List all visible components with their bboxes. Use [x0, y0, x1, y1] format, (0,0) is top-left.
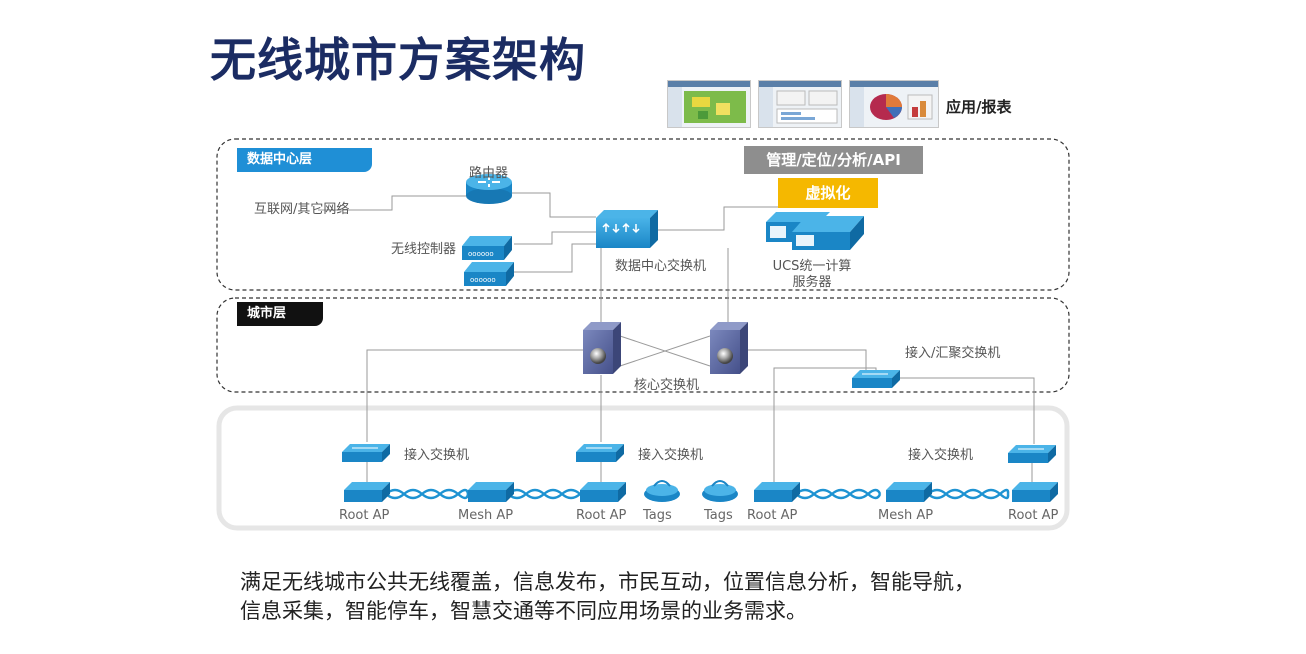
ap-label-1: Root AP — [339, 508, 390, 523]
ucs-server-icon — [766, 212, 864, 250]
ap-label-6: Root AP — [747, 508, 798, 523]
app-screenshot-2 — [758, 80, 842, 128]
wlc-label: 无线控制器 — [391, 242, 457, 257]
city-layer-box — [216, 297, 1070, 393]
wlc-icon-2: oooooo — [464, 262, 514, 286]
virtualization-box: 虚拟化 — [778, 178, 878, 208]
agg-switch-icon — [852, 370, 900, 388]
app-report-label: 应用/报表 — [946, 98, 1012, 116]
router-label: 路由器 — [469, 166, 509, 181]
ap-label-8: Root AP — [1008, 508, 1059, 523]
page-title: 无线城市方案架构 — [210, 33, 586, 87]
access-switch-icon-1 — [342, 444, 390, 462]
description-line-2: 信息采集，智能停车，智慧交通等不同应用场景的业务需求。 — [240, 599, 807, 623]
ap-label-5: Tags — [704, 508, 733, 523]
core-switch-label: 核心交换机 — [634, 378, 700, 393]
description: 满足无线城市公共无线覆盖，信息发布，市民互动，位置信息分析，智能导航， 信息采集… — [240, 568, 1100, 626]
mesh-ap-icon-1 — [468, 482, 514, 502]
access-switch-label-1: 接入交换机 — [404, 448, 470, 463]
root-ap-icon-1 — [344, 482, 390, 502]
access-layer-box — [216, 405, 1070, 531]
root-ap-icon-3 — [754, 482, 800, 502]
root-ap-icon-2 — [580, 482, 626, 502]
city-layer-tag: 城市层 — [237, 302, 323, 326]
datacenter-layer-tag: 数据中心层 — [237, 148, 372, 172]
access-switch-icon-2 — [576, 444, 624, 462]
tag-icon-1 — [644, 480, 680, 502]
mesh-ap-icon-2 — [886, 482, 932, 502]
ap-label-4: Tags — [643, 508, 672, 523]
svg-text:oooooo: oooooo — [470, 276, 496, 284]
dc-switch-icon — [596, 210, 658, 248]
access-switch-label-2: 接入交换机 — [638, 448, 704, 463]
datacenter-layer-box — [216, 138, 1070, 291]
access-switch-icon-3 — [1008, 445, 1056, 463]
description-line-1: 满足无线城市公共无线覆盖，信息发布，市民互动，位置信息分析，智能导航， — [240, 570, 975, 594]
ucs-label-line2: 服务器 — [792, 275, 832, 290]
ucs-label-line1: UCS统一计算 — [772, 259, 852, 274]
mesh-link-waves — [385, 488, 1010, 500]
tag-icon-2 — [702, 480, 738, 502]
svg-text:oooooo: oooooo — [468, 250, 494, 258]
wlc-icon-1: oooooo — [462, 236, 512, 260]
router-icon — [466, 174, 512, 204]
app-screenshot-1 — [667, 80, 751, 128]
ap-label-3: Root AP — [576, 508, 627, 523]
internet-label: 互联网/其它网络 — [254, 202, 350, 217]
mgmt-box: 管理/定位/分析/API — [744, 146, 923, 174]
ap-label-7: Mesh AP — [878, 508, 934, 523]
core-switch-icon-1 — [583, 322, 621, 374]
access-switch-label-3: 接入交换机 — [908, 448, 974, 463]
agg-switch-label: 接入/汇聚交换机 — [905, 346, 1001, 361]
root-ap-icon-4 — [1012, 482, 1058, 502]
core-switch-icon-2 — [710, 322, 748, 374]
dc-switch-label: 数据中心交换机 — [615, 259, 707, 274]
ap-label-2: Mesh AP — [458, 508, 514, 523]
app-screenshot-3 — [849, 80, 939, 128]
